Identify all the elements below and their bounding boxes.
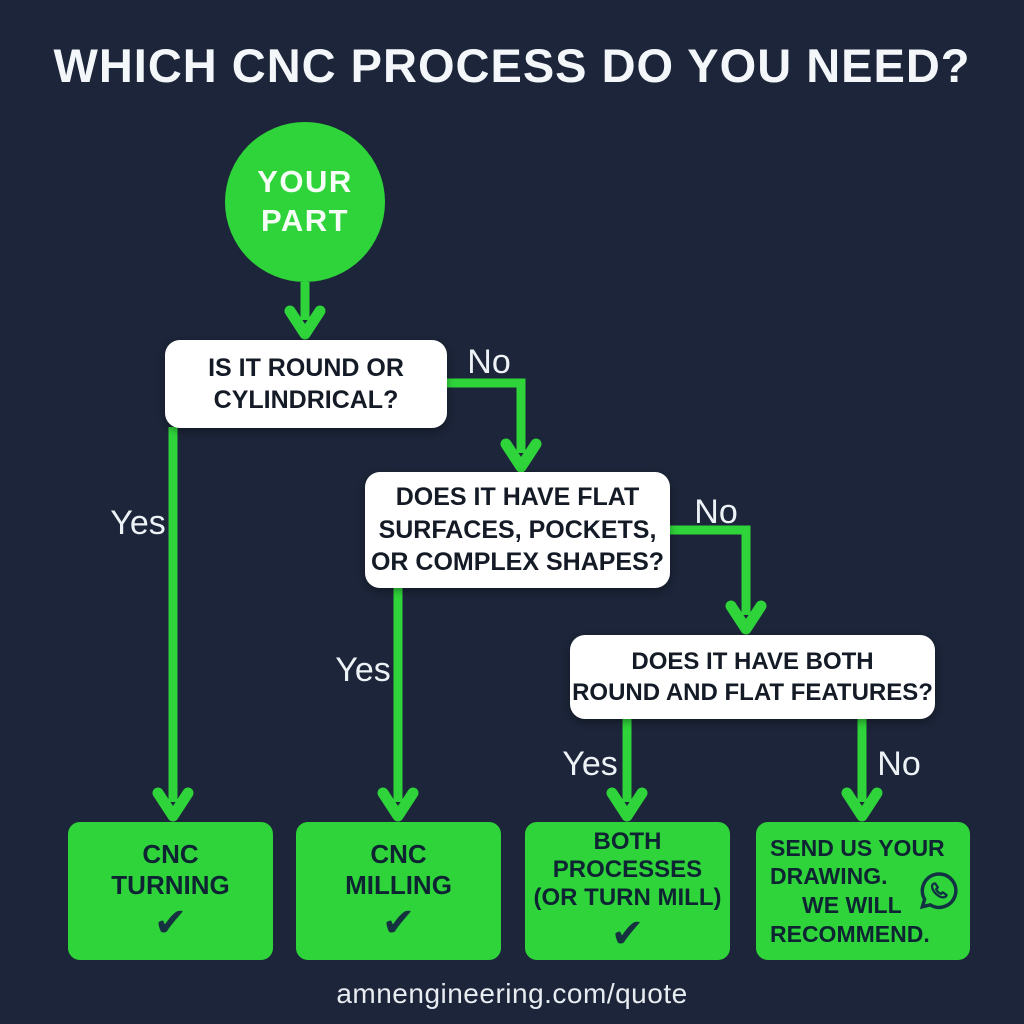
- edge-label-d1-no: No: [467, 343, 511, 381]
- edge-label-d1-yes: Yes: [110, 504, 166, 542]
- whatsapp-handset: [930, 882, 948, 899]
- page-title: WHICH CNC PROCESS DO YOU NEED?: [53, 39, 971, 92]
- arrowhead-d2-no: [725, 600, 767, 635]
- whatsapp-bubble: [919, 872, 958, 910]
- whatsapp-icon: [919, 872, 958, 910]
- check-icon: ✔: [610, 912, 645, 957]
- arrowhead-d2-yes: [377, 787, 419, 822]
- edge-d1-no: [447, 378, 526, 453]
- edge-label-d3-yes: Yes: [562, 745, 618, 783]
- arrowhead-start-to-d1: [284, 305, 326, 340]
- arrowhead-d1-no: [500, 438, 542, 473]
- arrowhead-d3-no: [841, 787, 883, 822]
- edge-label-d3-no: No: [877, 745, 921, 783]
- edge-d2-no: [670, 525, 751, 615]
- arrowhead-d1-yes: [152, 787, 194, 822]
- check-icon: ✔: [153, 901, 188, 946]
- check-icon: ✔: [381, 901, 416, 946]
- edge-label-d2-no: No: [694, 493, 738, 531]
- arrowhead-d3-yes: [606, 787, 648, 822]
- footer-url: amnengineering.com/quote: [336, 978, 688, 1009]
- edge-label-d2-yes: Yes: [335, 651, 391, 689]
